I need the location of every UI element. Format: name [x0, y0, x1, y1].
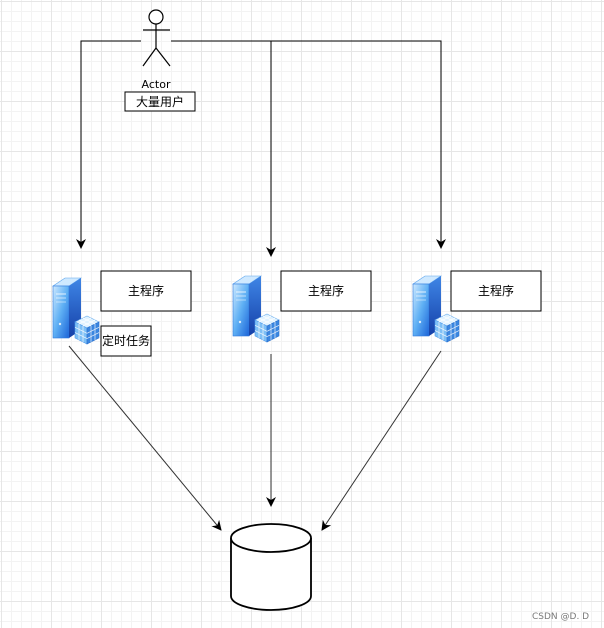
scheduled-task-label: 定时任务 — [102, 333, 150, 348]
server-icon — [52, 277, 100, 345]
main-program-box-3 — [450, 270, 542, 312]
main-program-label-3: 主程序 — [478, 283, 514, 298]
actor-label: Actor — [142, 78, 171, 91]
user-role-label: 大量用户 — [136, 94, 184, 109]
edge-server-3-db — [321, 350, 442, 531]
user-role-box — [124, 91, 196, 112]
scheduled-task-box — [100, 325, 152, 357]
edge-actor-server-1 — [76, 40, 141, 249]
main-program-box-2 — [280, 270, 372, 312]
watermark: CSDN @D. D — [532, 612, 589, 622]
actor-connectors — [76, 40, 446, 257]
db-connectors — [68, 345, 442, 531]
edge-actor-server-3 — [271, 40, 446, 249]
server-icon — [232, 275, 280, 343]
database-cylinder — [230, 523, 312, 611]
edge-actor-server-2 — [171, 40, 276, 257]
main-program-box-1 — [100, 270, 192, 312]
main-program-label-1: 主程序 — [128, 283, 164, 298]
actor-stick-figure — [142, 9, 171, 67]
edge-server-1-db — [68, 345, 222, 531]
main-program-label-2: 主程序 — [308, 283, 344, 298]
